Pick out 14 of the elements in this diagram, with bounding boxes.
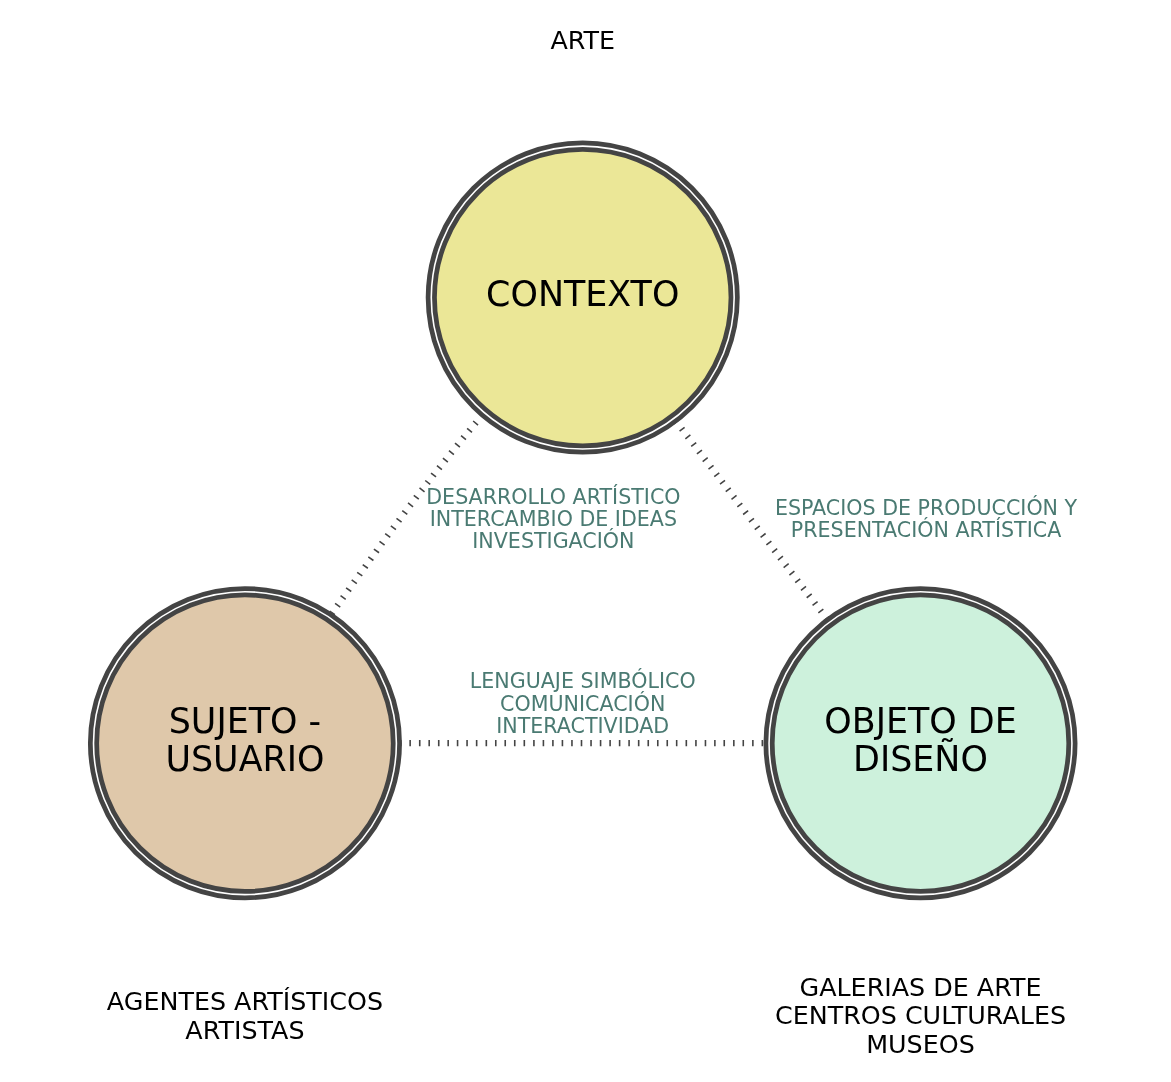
node-label: ARTISTAS (185, 1014, 305, 1045)
edge-label: DESARROLLO ARTÍSTICO INTERCAMBIO DE IDEAS INVESTIGACIÓN (426, 484, 681, 553)
node-label: GALERIAS DE ARTE (799, 971, 1042, 1002)
node-label: ARTE (550, 25, 616, 56)
node-circle: SUJETO - USUARIO (87, 586, 402, 901)
edge-label: LENGUAJE SIMBÓLICO COMUNICACIÓN INTERACTIVIDAD (469, 669, 696, 738)
connector (673, 419, 830, 622)
node-circle: OBJETO DE DISEÑO (763, 586, 1078, 901)
connector (399, 740, 766, 747)
node-circle: CONTEXTO (425, 140, 740, 455)
node-label: AGENTES ARTÍSTICOS (106, 986, 384, 1017)
node-label: MUSEOS (866, 1028, 975, 1059)
node-label: CENTROS CULTURALES (774, 1000, 1067, 1031)
edge-label: ESPACIOS DE PRODUCCIÓN Y PRESENTACIÓN ARTÍSTICA (774, 495, 1078, 542)
